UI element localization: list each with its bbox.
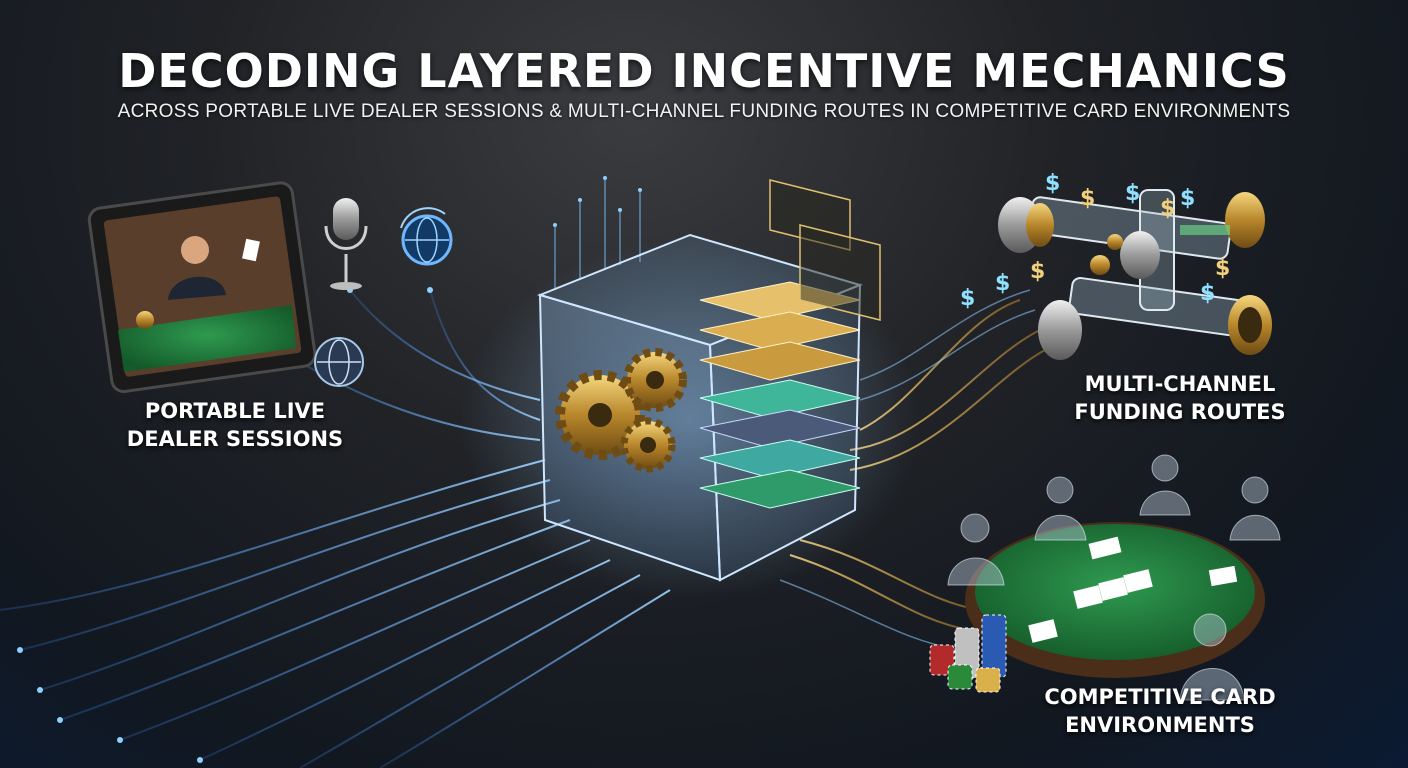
svg-text:$: $ [1080, 186, 1095, 211]
svg-text:$: $ [1125, 181, 1140, 206]
svg-text:$: $ [1215, 256, 1230, 281]
chip-stack-icon [929, 614, 1007, 693]
label-funding-line2: FUNDING ROUTES [1074, 400, 1286, 424]
svg-text:$: $ [1030, 259, 1045, 284]
cube-gears-icon [460, 179, 920, 600]
svg-text:$: $ [1200, 281, 1215, 306]
label-card-env-line1: COMPETITIVE CARD [1044, 685, 1276, 709]
svg-text:$: $ [995, 271, 1010, 296]
poker-table-icon [947, 454, 1281, 701]
globe-sync-icon [400, 207, 453, 266]
label-live-dealer-line1: PORTABLE LIVE [144, 399, 326, 423]
svg-text:$: $ [1160, 196, 1175, 221]
svg-text:$: $ [1045, 171, 1060, 196]
label-funding-line1: MULTI-CHANNEL [1084, 372, 1276, 396]
pipe-network-icon [998, 189, 1272, 360]
label-funding-routes: MULTI-CHANNEL FUNDING ROUTES [1030, 370, 1330, 426]
svg-text:$: $ [960, 286, 975, 311]
label-card-env-line2: ENVIRONMENTS [1065, 713, 1255, 737]
page-title: DECODING LAYERED INCENTIVE MECHANICS [118, 44, 1290, 98]
label-live-dealer-sessions: PORTABLE LIVE DEALER SESSIONS [95, 397, 375, 453]
svg-text:$: $ [1180, 186, 1195, 211]
label-card-environments: COMPETITIVE CARD ENVIRONMENTS [1000, 683, 1320, 739]
tablet-dealer-icon [87, 181, 317, 393]
microphone-icon [324, 198, 368, 290]
globe-icon [314, 337, 364, 387]
page-subtitle: ACROSS PORTABLE LIVE DEALER SESSIONS & M… [117, 101, 1291, 122]
label-live-dealer-line2: DEALER SESSIONS [126, 427, 344, 451]
dollar-icon: $ $ $ $ $ $ $ $ $ $ [960, 171, 1230, 311]
